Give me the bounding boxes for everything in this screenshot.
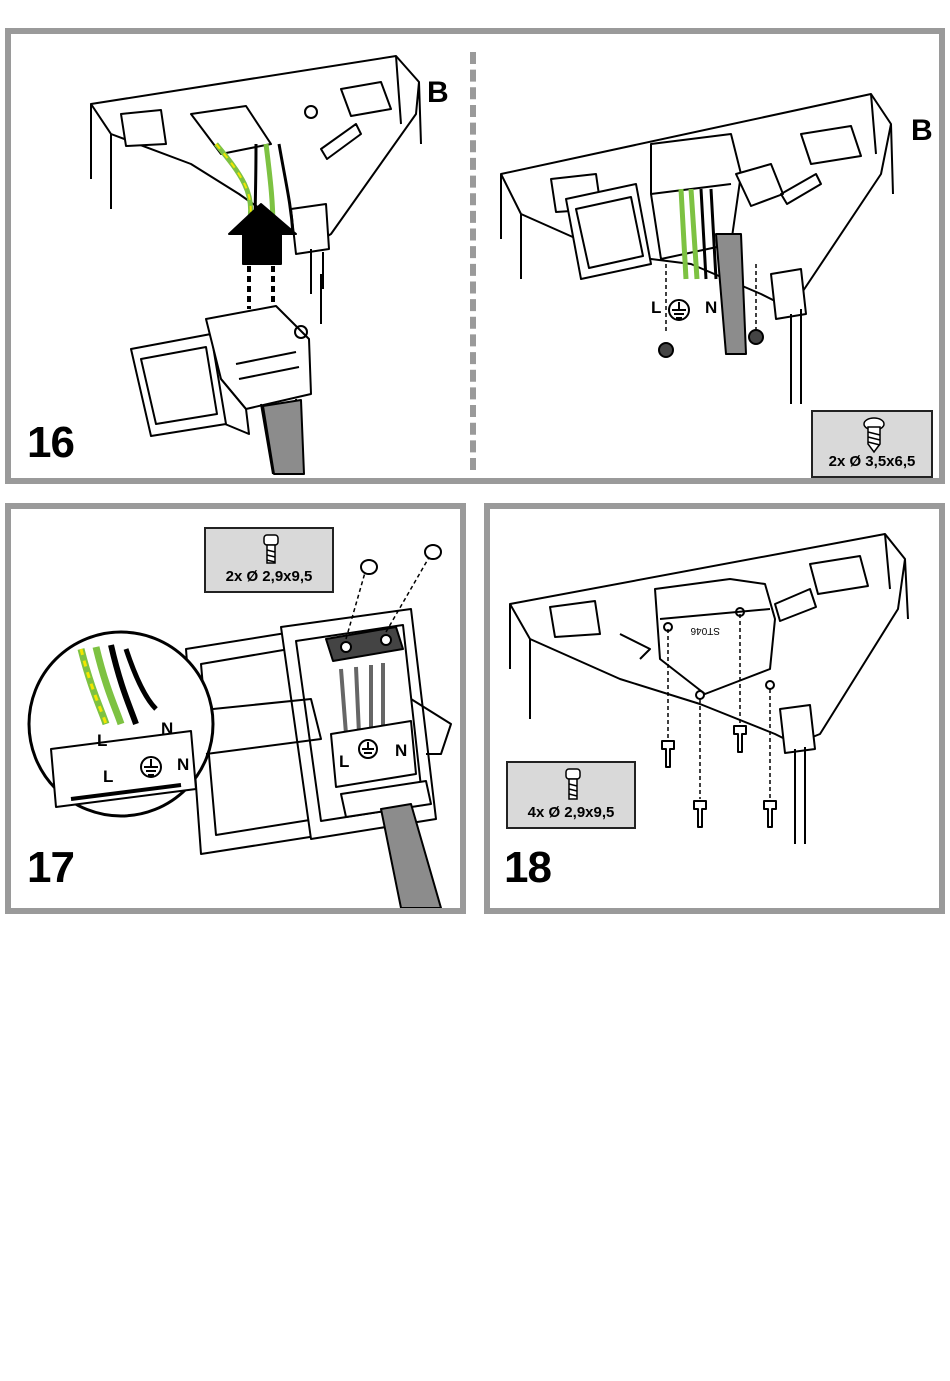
- terminal-label-n: N: [705, 298, 717, 318]
- screw-spec-label: 2x Ø 3,5x6,5: [813, 453, 931, 470]
- screw-icon: [206, 529, 336, 571]
- screw-spec-box: 4x Ø 2,9x9,5: [506, 761, 636, 829]
- box-label-l: L: [339, 752, 349, 772]
- step-number: 18: [504, 843, 551, 893]
- part-label-b-right: B: [911, 114, 933, 148]
- screw-icon: [508, 763, 638, 807]
- step-number: 16: [27, 418, 74, 468]
- screw-spec-label: 2x Ø 2,9x9,5: [206, 568, 332, 585]
- step-17-panel: L N L N L N 17 2x Ø 2,9x9,5: [5, 503, 466, 914]
- screw-spec-box: 2x Ø 2,9x9,5: [204, 527, 334, 593]
- inset-label-l-small: L: [97, 731, 107, 751]
- terminal-label-l: L: [651, 298, 661, 318]
- inset-label-n-small: N: [161, 719, 173, 739]
- step-number: 17: [27, 843, 74, 893]
- box-label-n: N: [395, 741, 407, 761]
- step-16-illustration: [11, 34, 939, 478]
- screw-spec-label: 4x Ø 2,9x9,5: [508, 804, 634, 821]
- inset-label-l: L: [103, 767, 113, 787]
- screw-spec-box: 2x Ø 3,5x6,5: [811, 410, 933, 478]
- inset-label-n: N: [177, 755, 189, 775]
- step-16-panel: B B L N 16 2x Ø 3,5x6,5: [5, 28, 945, 484]
- part-label-b-left: B: [427, 76, 449, 110]
- earth-symbol-icon: [669, 300, 689, 320]
- svg-text:ST046: ST046: [690, 625, 720, 636]
- step-18-illustration: ST046: [490, 509, 939, 908]
- step-18-panel: ST046 18 4x Ø 2,9x9,5: [484, 503, 945, 914]
- screw-icon: [813, 412, 935, 456]
